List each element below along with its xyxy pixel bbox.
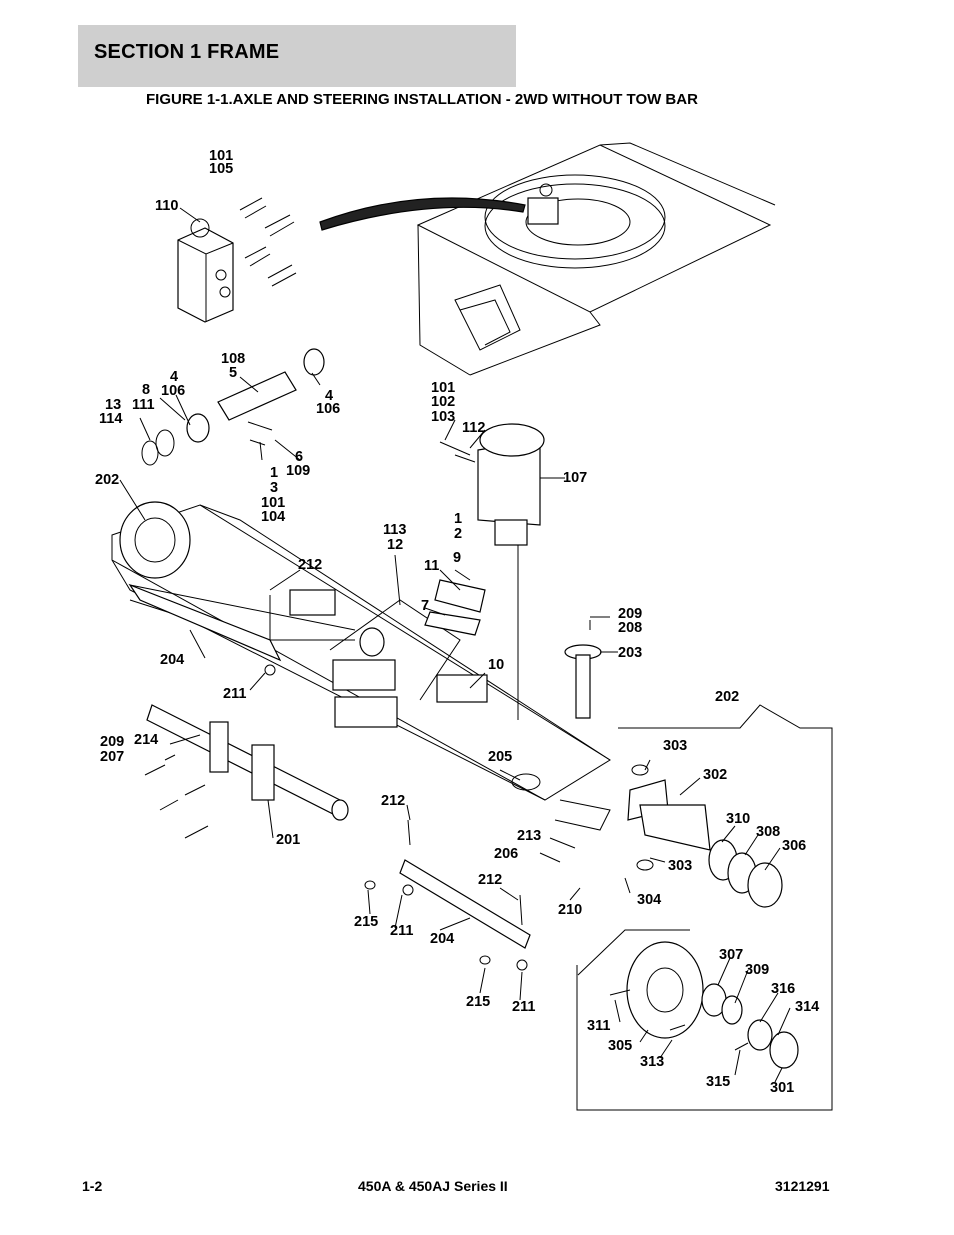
arrow-icon xyxy=(319,197,526,231)
valve-110-illustration xyxy=(177,197,297,323)
callout: 308 xyxy=(756,824,780,840)
callout: 212 xyxy=(381,793,405,809)
callout: 315 xyxy=(706,1074,730,1090)
callout: 106 xyxy=(316,401,340,417)
callout: 1 xyxy=(454,511,462,527)
callout: 8 xyxy=(142,382,150,398)
document-number: 3121291 xyxy=(775,1178,830,1194)
model-name: 450A & 450AJ Series II xyxy=(358,1178,508,1194)
steer-cylinder-illustration xyxy=(128,583,531,971)
valve-installed xyxy=(527,197,559,225)
callout: 305 xyxy=(608,1038,632,1054)
callout: 201 xyxy=(276,832,300,848)
pin-bushings-illustration xyxy=(141,348,325,466)
section-header: SECTION 1 FRAME xyxy=(78,25,516,87)
callout: 111 xyxy=(132,397,155,413)
callout: 215 xyxy=(354,914,378,930)
callout: 4 xyxy=(170,369,178,385)
callout: 309 xyxy=(745,962,769,978)
callout: 108 xyxy=(221,351,245,367)
callout: 10 xyxy=(488,657,504,673)
callout: 314 xyxy=(795,999,819,1015)
callout-labels: 101 105 110 108 5 4 106 8 111 13 114 4 1… xyxy=(95,148,819,1096)
callout: 107 xyxy=(563,470,587,486)
callout: 210 xyxy=(558,902,582,918)
callout: 301 xyxy=(770,1080,794,1096)
callout: 303 xyxy=(663,738,687,754)
callout: 101 xyxy=(209,148,233,164)
leader-lines xyxy=(119,207,791,1083)
callout: 209 xyxy=(618,606,642,622)
callout: 103 xyxy=(431,409,455,425)
callout: 113 xyxy=(383,522,406,538)
callout: 205 xyxy=(488,749,512,765)
callout: 304 xyxy=(637,892,661,908)
callout: 211 xyxy=(512,999,535,1015)
callout: 306 xyxy=(782,838,806,854)
callout: 202 xyxy=(715,689,739,705)
kingpin-203-illustration xyxy=(564,644,602,719)
callout: 1 xyxy=(270,465,278,481)
section-title: SECTION 1 FRAME xyxy=(94,41,280,63)
callout: 209 xyxy=(100,734,124,750)
callout: 12 xyxy=(387,537,403,553)
callout: 106 xyxy=(161,383,185,399)
callout: 101 xyxy=(261,495,285,511)
oscillating-cylinder-illustration xyxy=(439,423,545,720)
callout: 313 xyxy=(640,1054,664,1070)
callout: 206 xyxy=(494,846,518,862)
callout: 114 xyxy=(99,411,122,427)
callout: 316 xyxy=(771,981,795,997)
callout: 202 xyxy=(95,472,119,488)
callout: 212 xyxy=(478,872,502,888)
callout: 105 xyxy=(209,161,233,177)
callout: 4 xyxy=(325,388,333,404)
callout: 7 xyxy=(421,598,429,614)
page-number: 1-2 xyxy=(82,1178,103,1194)
axle-beam-illustration xyxy=(111,501,611,831)
callout: 214 xyxy=(134,732,158,748)
callout: 211 xyxy=(223,686,246,702)
callout: 204 xyxy=(430,931,454,947)
spindle-detail-illustration xyxy=(576,704,833,1111)
callout: 9 xyxy=(453,550,461,566)
callout: 303 xyxy=(668,858,692,874)
figure-title: FIGURE 1-1.AXLE AND STEERING INSTALLATIO… xyxy=(146,91,698,108)
callout: 5 xyxy=(229,365,237,381)
callout: 212 xyxy=(298,557,322,573)
callout: 110 xyxy=(155,198,178,214)
callout: 204 xyxy=(160,652,184,668)
callout: 203 xyxy=(618,645,642,661)
callout: 307 xyxy=(719,947,743,963)
callout: 208 xyxy=(618,620,642,636)
callout: 11 xyxy=(424,558,439,574)
callout: 101 xyxy=(431,380,455,396)
callout: 104 xyxy=(261,509,285,525)
callout: 2 xyxy=(454,526,462,542)
callout: 102 xyxy=(431,394,455,410)
callout: 13 xyxy=(105,397,121,413)
callout: 3 xyxy=(270,480,278,496)
callout: 311 xyxy=(587,1018,610,1034)
callout: 215 xyxy=(466,994,490,1010)
callout: 6 xyxy=(295,449,303,465)
callout: 302 xyxy=(703,767,727,783)
callout: 109 xyxy=(286,463,310,479)
callout: 310 xyxy=(726,811,750,827)
callout: 213 xyxy=(517,828,541,844)
callout: 211 xyxy=(390,923,413,939)
callout: 112 xyxy=(462,420,485,436)
turntable-frame-illustration xyxy=(319,142,776,376)
callout: 207 xyxy=(100,749,124,765)
